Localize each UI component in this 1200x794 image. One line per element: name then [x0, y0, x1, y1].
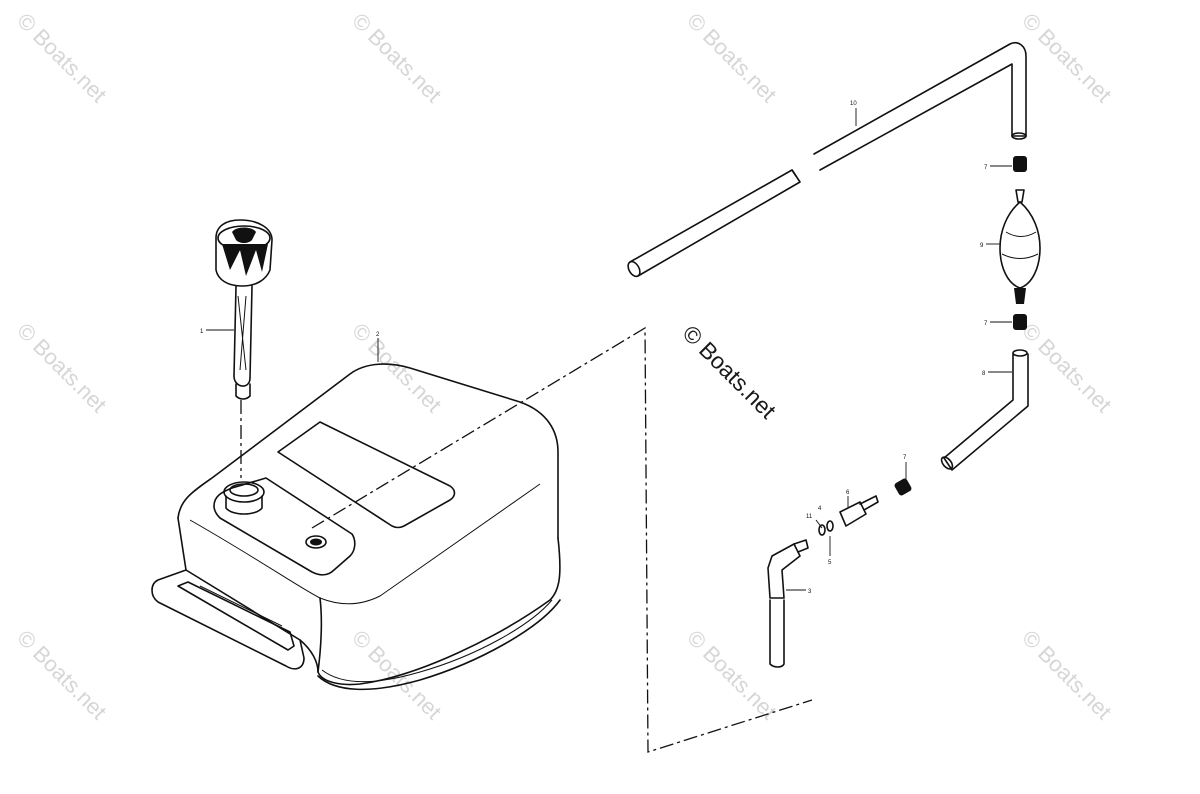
fuel-hose-lower	[940, 349, 1029, 471]
callout-5: 5	[828, 560, 832, 566]
callout-8: 8	[982, 371, 986, 377]
tank-fitting-hole	[310, 538, 322, 546]
hose-clamp-mid	[1013, 314, 1027, 330]
callout-11: 11	[806, 514, 813, 520]
callout-2: 2	[376, 332, 380, 338]
fuel-tank	[151, 363, 561, 691]
callout-7: 7	[903, 455, 907, 461]
fuel-pickup-elbow	[767, 539, 809, 668]
callout-6: 6	[846, 490, 850, 496]
tank-fitting	[305, 535, 327, 549]
fill-opening-inner	[229, 483, 259, 497]
callout-10: 10	[850, 101, 857, 107]
callout-3: 3	[808, 589, 812, 595]
hose-clamp-top	[1013, 156, 1027, 172]
callout-9: 9	[980, 243, 984, 249]
callout-4: 4	[818, 506, 822, 512]
fill-opening	[223, 481, 265, 503]
fuel-hose-upper	[627, 41, 1027, 278]
callout-7: 7	[984, 321, 988, 327]
assembly-dash-line	[311, 326, 813, 753]
fuel-gauge	[215, 219, 273, 400]
callout-7: 7	[984, 165, 988, 171]
primer-bulb	[999, 189, 1041, 304]
callout-1: 1	[200, 329, 204, 335]
o-ring	[818, 520, 834, 536]
hose-clamp-low	[894, 478, 912, 496]
quick-connector	[839, 495, 879, 527]
leader-line	[815, 519, 823, 529]
tank-handle	[151, 569, 305, 670]
